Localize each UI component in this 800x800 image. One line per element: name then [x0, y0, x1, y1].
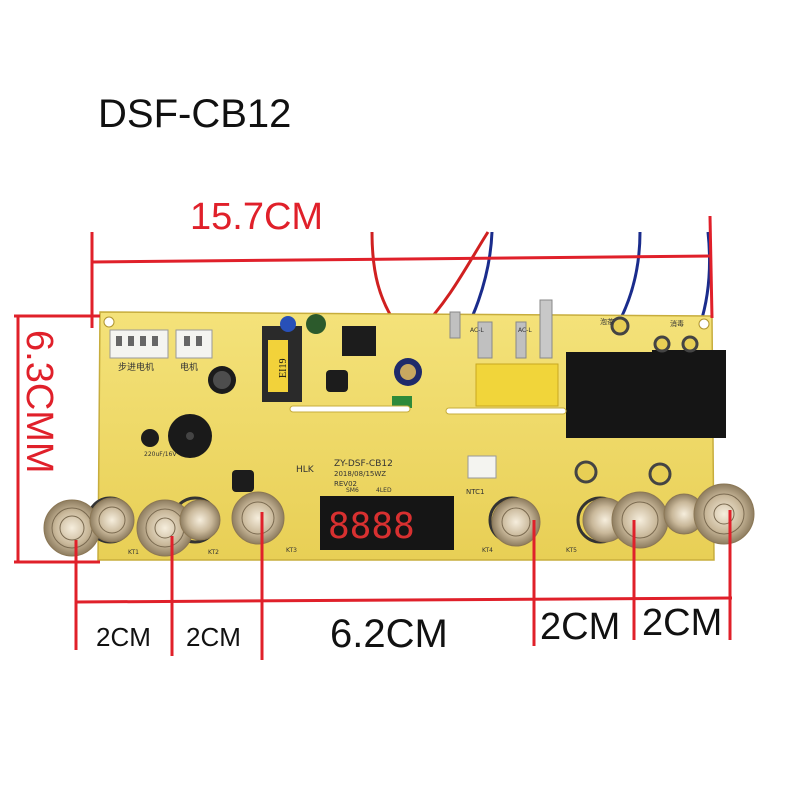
spring-contacts	[43, 483, 755, 557]
brand-label: HLK	[296, 465, 315, 475]
product-title: DSF-CB12	[98, 92, 292, 136]
x-capacitor	[475, 363, 559, 407]
display-digits: 8888	[328, 506, 415, 547]
width-dimension: 15.7CM	[190, 196, 324, 238]
switch-label-kt4: KT4	[482, 547, 493, 554]
ntc-label: NTC1	[466, 488, 484, 496]
switch-label-kt2: KT2	[208, 549, 219, 556]
dimension-lines	[14, 215, 733, 660]
relay-1	[566, 352, 656, 438]
pitch-dimension-3: 2CM	[540, 606, 621, 648]
relay-2	[652, 350, 726, 438]
height-dimension: 6.3CMM	[18, 330, 60, 474]
cap-label: 220uF/16V	[144, 451, 177, 458]
rev-marking: REV02	[334, 480, 357, 488]
pitch-dimension-4: 2CM	[642, 602, 723, 644]
relay-label-1: 泡茶	[600, 317, 614, 326]
motor-label: 电机	[180, 361, 198, 373]
terminal-label-1: AC-L	[470, 327, 484, 334]
center-span-dimension: 6.2CM	[330, 612, 448, 656]
switch-label-kt5: KT5	[566, 547, 577, 554]
motor-connector	[175, 329, 213, 359]
pitch-dimension-1: 2CM	[96, 622, 151, 652]
switch-label-kt3: KT3	[286, 547, 297, 554]
transformer-label: EI19	[278, 359, 289, 378]
model-marking: ZY-DSF-CB12	[334, 459, 393, 469]
sm-label: SM6	[346, 487, 359, 494]
terminal-label-2: AC-L	[518, 327, 532, 334]
stepper-label: 步进电机	[118, 361, 154, 373]
pitch-dimension-2: 2CM	[186, 622, 241, 652]
date-marking: 2018/08/15WZ	[334, 470, 386, 478]
led-label: 4LED	[376, 487, 392, 494]
relay-label-2: 消毒	[670, 319, 684, 328]
switch-label-kt1: KT1	[128, 549, 139, 556]
seven-segment-display	[320, 496, 454, 550]
